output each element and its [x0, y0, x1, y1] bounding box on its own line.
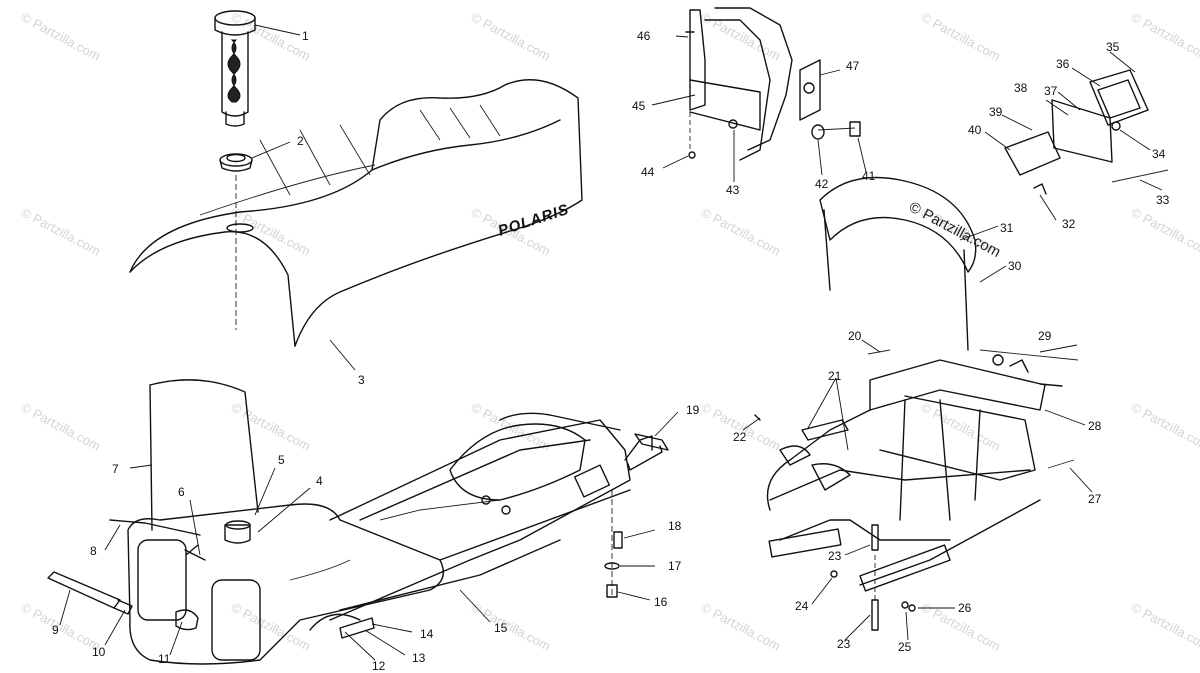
- callout-28: 28: [1088, 419, 1102, 433]
- backrest-bracket: [685, 7, 861, 161]
- callout-40: 40: [968, 123, 982, 137]
- callout-3: 3: [358, 373, 365, 387]
- fuel-cap-assembly: [214, 10, 256, 127]
- callout-43: 43: [726, 183, 740, 197]
- watermark-text: © Partzilla.com: [919, 9, 1003, 63]
- callout-5: 5: [278, 453, 285, 467]
- callout-33: 33: [1156, 193, 1170, 207]
- watermark-text: © Partzilla.com: [699, 599, 783, 653]
- callout-46: 46: [637, 29, 651, 43]
- watermark-text: © Partzilla.com: [1129, 9, 1200, 63]
- callout-39: 39: [989, 105, 1003, 119]
- watermark-layer: © Partzilla.com © Partzilla.com © Partzill…: [19, 9, 1200, 653]
- callout-17: 17: [668, 559, 682, 573]
- callout-13: 13: [412, 651, 426, 665]
- callout-42: 42: [815, 177, 829, 191]
- watermark-text: © Partzilla.com: [699, 204, 783, 258]
- callout-15: 15: [494, 621, 508, 635]
- callout-26: 26: [958, 601, 972, 615]
- callout-16: 16: [654, 595, 668, 609]
- callout-10: 10: [92, 645, 106, 659]
- watermark-text: © Partzilla.com: [229, 9, 313, 63]
- callout-36: 36: [1056, 57, 1070, 71]
- callout-31: 31: [1000, 221, 1014, 235]
- watermark-text: © Partzilla.com: [229, 399, 313, 453]
- undertray-frame: [329, 412, 653, 621]
- watermark-text: © Partzilla.com: [699, 399, 783, 453]
- callout-11: 11: [158, 652, 171, 666]
- hose-parts: [47, 519, 375, 639]
- watermark-text: © Partzilla.com: [19, 204, 103, 258]
- callout-8: 8: [90, 544, 97, 558]
- rack-hardware: [830, 524, 916, 631]
- callout-34: 34: [1152, 147, 1166, 161]
- callout-24: 24: [795, 599, 809, 613]
- seat: POLARIS: [129, 79, 583, 347]
- callout-7: 7: [112, 462, 119, 476]
- callout-14: 14: [420, 627, 434, 641]
- watermark-text: © Partzilla.com: [1129, 204, 1200, 258]
- callout-27: 27: [1088, 492, 1102, 506]
- callout-25: 25: [898, 640, 912, 654]
- watermark-text: © Partzilla.com: [19, 599, 103, 653]
- callout-23b: 23: [837, 637, 851, 651]
- callout-37: 37: [1044, 84, 1058, 98]
- watermark-text: © Partzilla.com: [1129, 399, 1200, 453]
- watermark-text: © Partzilla.com: [469, 9, 553, 63]
- fuel-grommet: [219, 153, 253, 172]
- backrest-pad: © Partzilla.com: [819, 176, 1003, 351]
- callout-19: 19: [686, 403, 700, 417]
- hardware-16-18: [604, 490, 623, 598]
- callout-9: 9: [52, 623, 59, 637]
- watermark-text: © Partzilla.com: [19, 9, 103, 63]
- tail-light-assembly: [1004, 69, 1169, 195]
- callout-38: 38: [1014, 81, 1028, 95]
- windscreen: [149, 379, 259, 531]
- watermark-text: © Partzilla.com: [19, 399, 103, 453]
- callout-numbers: 1 2 3 4 5 6 7 8 9 10 11 12 13 14 15 16 1…: [52, 29, 1170, 673]
- callout-22: 22: [733, 430, 747, 444]
- callout-32: 32: [1062, 217, 1076, 231]
- callout-1: 1: [302, 29, 309, 43]
- watermark-text: © Partzilla.com: [1129, 599, 1200, 653]
- watermark-text: © Partzilla.com: [229, 599, 313, 653]
- callout-6: 6: [178, 485, 185, 499]
- callout-47: 47: [846, 59, 860, 73]
- callout-2: 2: [297, 134, 304, 148]
- callout-30: 30: [1008, 259, 1022, 273]
- callout-21: 21: [828, 369, 842, 383]
- callout-29: 29: [1038, 329, 1052, 343]
- callout-4: 4: [316, 474, 323, 488]
- rear-rack: [754, 349, 1079, 592]
- callout-20: 20: [848, 329, 862, 343]
- fuel-tank: [127, 503, 444, 665]
- brand-logo: POLARIS: [496, 201, 571, 240]
- watermark-text: © Partzilla.com: [469, 599, 553, 653]
- mounting-bracket-19: [627, 433, 669, 471]
- callout-23a: 23: [828, 549, 842, 563]
- callout-45: 45: [632, 99, 646, 113]
- callout-35: 35: [1106, 40, 1120, 54]
- callout-44: 44: [641, 165, 655, 179]
- leader-lines: [59, 24, 1163, 661]
- callout-12: 12: [372, 659, 386, 673]
- callout-41: 41: [862, 169, 876, 183]
- watermark-text: © Partzilla.com: [699, 9, 783, 63]
- callout-18: 18: [668, 519, 682, 533]
